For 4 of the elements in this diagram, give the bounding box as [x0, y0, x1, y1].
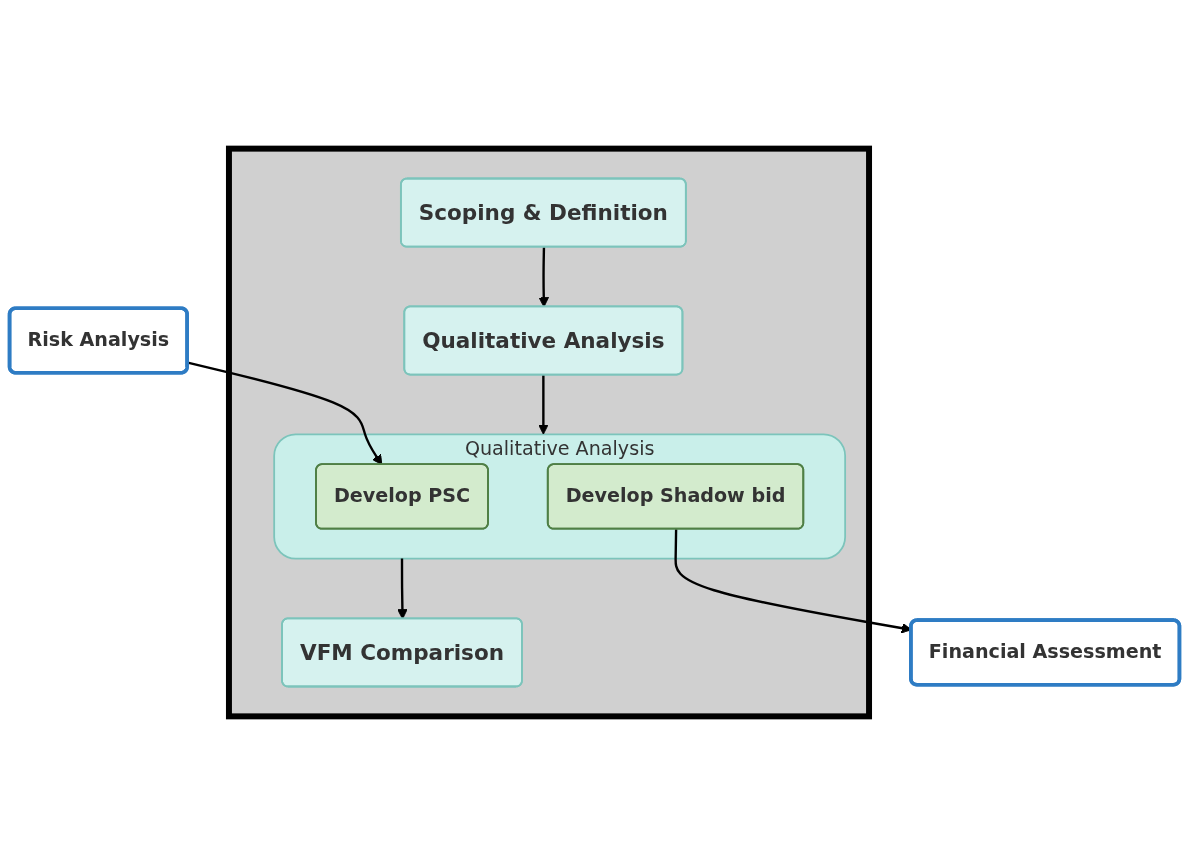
cluster	[225, 145, 873, 720]
arrow	[538, 247, 550, 308]
arrow	[397, 558, 408, 620]
arrow	[538, 374, 549, 435]
